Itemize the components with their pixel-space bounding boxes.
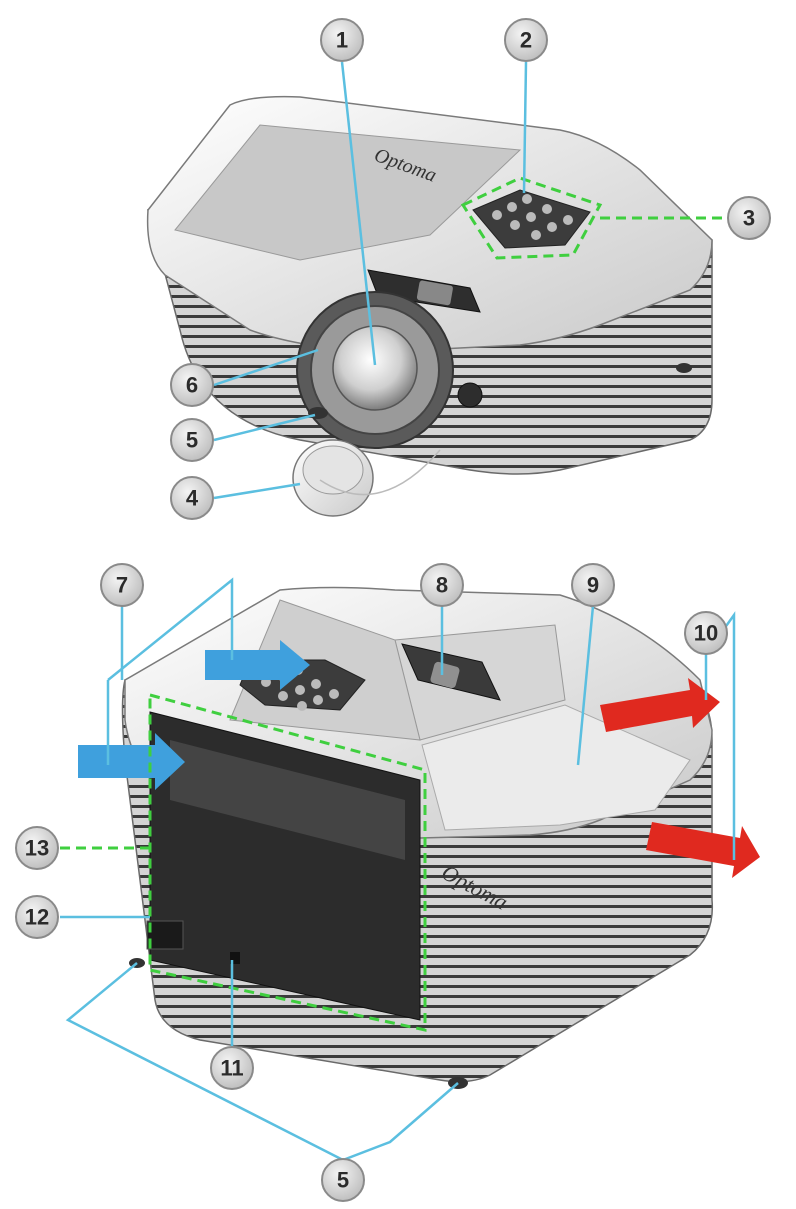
io-panel-top (170, 740, 405, 860)
svg-text:12: 12 (25, 905, 49, 930)
callout-2: 2 (504, 18, 548, 62)
keypad-button[interactable] (311, 679, 321, 689)
top-panel-seam (174, 124, 522, 261)
svg-text:5: 5 (186, 428, 198, 453)
zoom-ring-top[interactable] (416, 280, 453, 306)
callout-4: 4 (170, 476, 214, 520)
lamp-cover (421, 704, 691, 831)
svg-text:8: 8 (436, 573, 448, 598)
callout-12: 12 (15, 895, 59, 939)
air-intake-arrow (78, 733, 185, 790)
keypad-button[interactable] (329, 689, 339, 699)
power-socket[interactable] (146, 920, 184, 950)
callout-11: 11 (210, 1046, 254, 1090)
lens-cap (292, 439, 441, 517)
keypad-button[interactable] (526, 212, 536, 222)
zoom-ring-rear[interactable] (430, 661, 461, 689)
air-exhaust-arrow (646, 822, 760, 878)
lens-assembly (296, 291, 454, 449)
svg-text:4: 4 (186, 486, 199, 511)
projector-top-view: Optoma (146, 95, 713, 517)
ir-receiver-front (457, 382, 483, 408)
svg-text:3: 3 (743, 206, 755, 231)
svg-text:2: 2 (520, 28, 532, 53)
kensington-lock-slot[interactable] (230, 952, 240, 964)
keypad-button[interactable] (295, 685, 305, 695)
keypad-button[interactable] (507, 202, 517, 212)
air-exhaust-arrow (600, 678, 720, 732)
air-exhaust-arrows (600, 678, 760, 878)
keypad-button[interactable] (278, 691, 288, 701)
callout-7: 7 (100, 563, 144, 607)
svg-text:13: 13 (25, 836, 49, 861)
callout-13: 13 (15, 826, 59, 870)
keypad-button[interactable] (531, 230, 541, 240)
io-panel-highlight (148, 693, 427, 1032)
keypad-button[interactable] (492, 210, 502, 220)
callout-5-top: 5 (170, 418, 214, 462)
callout-9: 9 (571, 563, 615, 607)
keypad-top[interactable] (472, 189, 591, 249)
svg-text:6: 6 (186, 373, 198, 398)
keypad-button[interactable] (542, 204, 552, 214)
svg-text:9: 9 (587, 573, 599, 598)
svg-text:10: 10 (694, 621, 718, 646)
keypad-button[interactable] (563, 215, 573, 225)
rear-foot (676, 363, 692, 373)
callout-8: 8 (420, 563, 464, 607)
projector-rear-view: Optoma (121, 586, 714, 1089)
keypad-button[interactable] (522, 194, 532, 204)
callout-6: 6 (170, 363, 214, 407)
keypad-highlight-top (460, 176, 603, 260)
svg-text:7: 7 (116, 573, 128, 598)
svg-text:5: 5 (337, 1168, 349, 1193)
keypad-button[interactable] (547, 222, 557, 232)
svg-text:11: 11 (220, 1056, 243, 1081)
callout-markers: 1 2 3 6 5 4 7 8 (15, 18, 771, 1202)
callout-10: 10 (684, 611, 728, 655)
highlight-frames (60, 176, 726, 1032)
keypad-button[interactable] (297, 701, 307, 711)
keypad-button[interactable] (510, 220, 520, 230)
callout-5-bottom: 5 (321, 1158, 365, 1202)
callout-1: 1 (320, 18, 364, 62)
callout-3: 3 (727, 196, 771, 240)
keypad-button[interactable] (313, 695, 323, 705)
svg-text:1: 1 (336, 28, 348, 53)
